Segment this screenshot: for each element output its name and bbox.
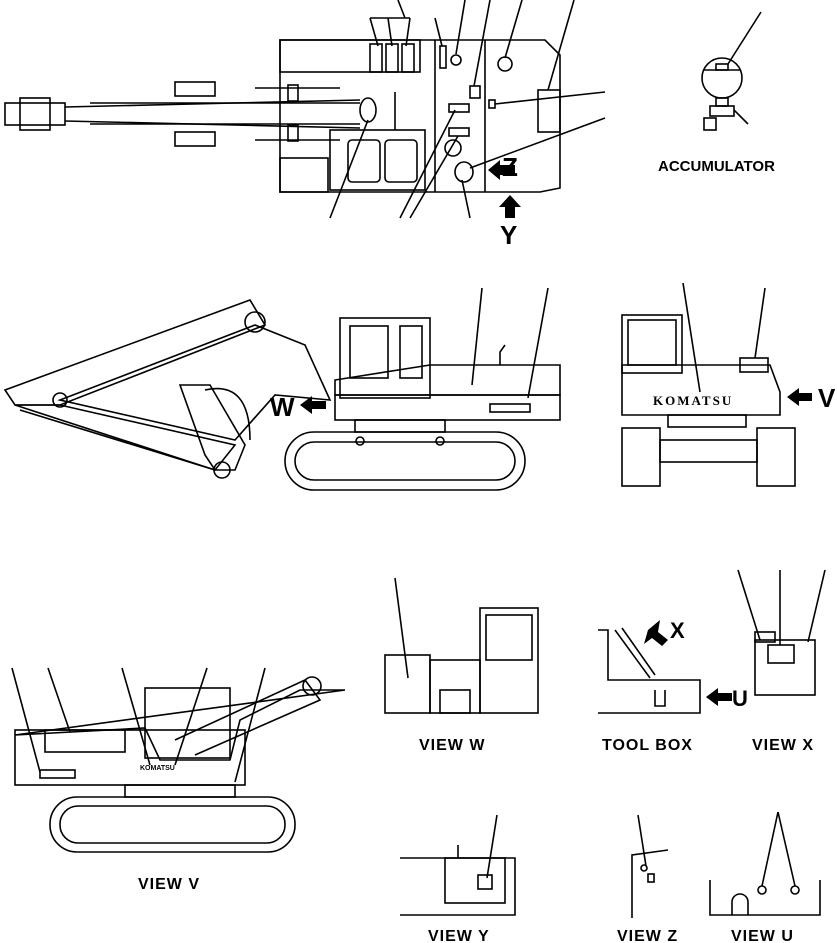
side-view xyxy=(3,287,561,491)
arrow-u-label: U xyxy=(732,686,748,711)
view-y-drawing xyxy=(400,814,516,916)
view-w-drawing xyxy=(384,577,539,714)
tool-box-drawing xyxy=(598,627,701,714)
view-y-caption: VIEW Y xyxy=(428,928,490,943)
top-plan-view xyxy=(4,0,606,219)
arrow-y-icon xyxy=(499,195,521,218)
arrow-v-icon xyxy=(787,388,812,406)
arrow-w-icon xyxy=(300,396,326,414)
accumulator-label: ACCUMULATOR xyxy=(658,158,775,175)
arrow-u-icon xyxy=(706,688,732,706)
view-v-caption: VIEW V xyxy=(138,876,201,893)
brand-rear-label: KOMATSU xyxy=(653,393,734,408)
view-u-caption: VIEW U xyxy=(731,928,794,943)
view-z-caption: VIEW Z xyxy=(617,928,679,943)
view-z-drawing xyxy=(631,814,669,918)
view-x-caption: VIEW X xyxy=(752,737,815,754)
arrow-z-icon xyxy=(488,160,515,180)
arrow-y-label: Y xyxy=(500,220,518,250)
tool-box-caption: TOOL BOX xyxy=(602,737,693,754)
arrow-z-label: Z xyxy=(502,152,518,182)
view-u-drawing xyxy=(709,811,821,916)
rear-view xyxy=(621,282,796,487)
arrow-w-label: W xyxy=(270,392,295,422)
view-x-drawing xyxy=(737,569,826,696)
arrow-v-label: V xyxy=(818,383,836,413)
brand-side-label: KOMATSU xyxy=(140,765,175,772)
view-v-drawing xyxy=(11,667,346,853)
view-w-caption: VIEW W xyxy=(419,737,486,754)
accumulator-drawing xyxy=(701,11,762,131)
arrow-x-label: X xyxy=(670,618,685,643)
arrow-x-icon xyxy=(644,620,668,646)
